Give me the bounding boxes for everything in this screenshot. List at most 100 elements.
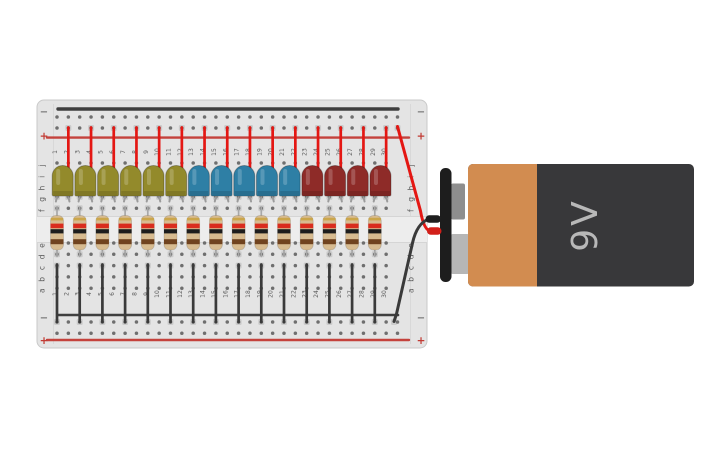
svg-text:13: 13 (188, 290, 195, 298)
svg-text:2: 2 (63, 150, 70, 154)
battery-label: 9V (565, 198, 606, 252)
svg-text:25: 25 (324, 148, 331, 156)
resistor-14[interactable] (345, 206, 360, 258)
battery-terminal-negative (451, 234, 469, 274)
battery-leads (392, 125, 442, 323)
led-blue-11[interactable] (278, 165, 301, 203)
svg-text:6: 6 (109, 292, 116, 296)
svg-text:15: 15 (211, 148, 218, 156)
negative-lead-pin[interactable] (425, 215, 442, 223)
svg-text:3: 3 (75, 292, 82, 296)
svg-text:i: i (38, 176, 47, 178)
svg-text:20: 20 (268, 148, 275, 156)
svg-text:25: 25 (324, 290, 331, 298)
svg-text:f: f (38, 209, 47, 212)
svg-text:c: c (407, 266, 416, 270)
svg-text:30: 30 (381, 290, 388, 298)
resistor-2[interactable] (72, 206, 87, 258)
battery-9v[interactable]: 9V (440, 164, 694, 287)
svg-text:24: 24 (313, 148, 320, 156)
resistor-8[interactable] (208, 206, 223, 258)
svg-text:14: 14 (200, 148, 207, 156)
led-red-15[interactable] (369, 165, 392, 203)
led-red-14[interactable] (346, 165, 369, 203)
svg-text:9: 9 (143, 150, 150, 154)
positive-lead-pin[interactable] (427, 227, 442, 235)
svg-text:21: 21 (279, 290, 286, 298)
svg-text:7: 7 (120, 150, 127, 154)
resistor-9[interactable] (231, 206, 246, 258)
svg-text:j: j (407, 164, 416, 167)
svg-text:8: 8 (131, 150, 138, 154)
svg-text:10: 10 (154, 148, 161, 156)
svg-text:d: d (38, 254, 47, 259)
svg-text:f: f (407, 209, 416, 212)
svg-text:a: a (38, 288, 47, 293)
svg-text:5: 5 (97, 150, 104, 154)
svg-text:−: − (40, 107, 48, 118)
svg-text:17: 17 (234, 290, 241, 298)
battery-negative-wire[interactable] (392, 217, 431, 323)
led-yellow-5[interactable] (142, 165, 165, 203)
svg-text:+: + (417, 131, 426, 143)
resistor-4[interactable] (118, 206, 132, 258)
led-blue-7[interactable] (187, 165, 210, 203)
resistor-11[interactable] (277, 206, 291, 258)
svg-text:23: 23 (302, 148, 309, 156)
led-yellow-3[interactable] (97, 165, 120, 203)
svg-text:1: 1 (52, 150, 59, 154)
led-blue-10[interactable] (255, 165, 278, 203)
svg-text:a: a (407, 288, 416, 293)
svg-text:16: 16 (222, 290, 229, 298)
svg-text:h: h (38, 185, 47, 190)
battery-clip[interactable] (440, 168, 452, 282)
led-blue-8[interactable] (210, 165, 233, 203)
led-yellow-6[interactable] (165, 165, 188, 203)
svg-text:21: 21 (279, 148, 286, 156)
led-blue-9[interactable] (233, 165, 256, 203)
led-yellow-1[interactable] (51, 165, 74, 203)
battery-terminal-positive (451, 183, 465, 220)
svg-text:b: b (38, 277, 47, 282)
svg-text:12: 12 (177, 290, 184, 298)
svg-text:h: h (407, 185, 416, 190)
svg-text:9: 9 (143, 292, 150, 296)
svg-text:24: 24 (313, 290, 320, 298)
svg-text:13: 13 (188, 148, 195, 156)
resistor-13[interactable] (322, 206, 337, 258)
breadboard-labels: 1122334455667788991010111112121313141415… (38, 107, 426, 347)
svg-text:g: g (38, 197, 47, 202)
svg-text:22: 22 (290, 290, 297, 298)
resistor-3[interactable] (95, 206, 110, 258)
resistor-10[interactable] (254, 206, 269, 258)
svg-text:16: 16 (222, 148, 229, 156)
svg-text:5: 5 (97, 292, 104, 296)
svg-text:27: 27 (347, 148, 354, 156)
svg-text:4: 4 (86, 150, 93, 154)
svg-text:1: 1 (52, 292, 59, 296)
svg-text:11: 11 (166, 148, 173, 156)
svg-text:−: − (40, 313, 48, 324)
svg-text:26: 26 (336, 290, 343, 298)
svg-text:27: 27 (347, 290, 354, 298)
battery-cap-orange (468, 164, 537, 287)
resistor-15[interactable] (367, 206, 382, 258)
svg-text:+: + (40, 335, 49, 347)
led-red-13[interactable] (324, 165, 347, 203)
led-red-12[interactable] (301, 165, 324, 203)
svg-text:−: − (417, 107, 425, 118)
led-yellow-4[interactable] (119, 165, 142, 203)
resistor-6[interactable] (163, 206, 178, 258)
svg-text:29: 29 (370, 148, 377, 156)
svg-text:19: 19 (256, 148, 263, 156)
resistor-5[interactable] (140, 206, 155, 258)
svg-text:11: 11 (166, 290, 173, 298)
led-yellow-2[interactable] (74, 165, 97, 203)
resistor-12[interactable] (299, 206, 314, 258)
resistor-7[interactable] (186, 206, 201, 258)
svg-text:10: 10 (154, 290, 161, 298)
resistor-1[interactable] (50, 206, 64, 258)
svg-text:+: + (40, 131, 49, 143)
